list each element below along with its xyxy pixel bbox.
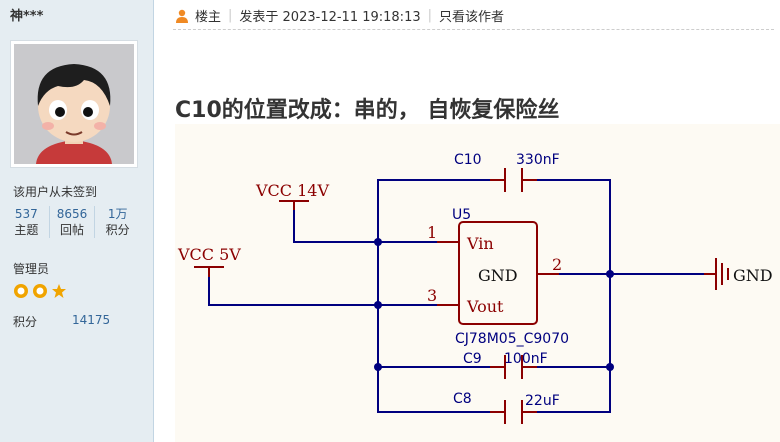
sun-icon xyxy=(14,284,28,298)
pin1-label: 1 xyxy=(427,223,437,242)
vcc14-label: VCC 14V xyxy=(255,181,329,200)
stat-value: 537 xyxy=(14,207,38,221)
c8-label: C8 xyxy=(453,391,472,407)
gnd-pin-label: GND xyxy=(478,266,518,285)
signin-status: 该用户从未签到 xyxy=(13,185,98,199)
points-label: 积分 xyxy=(13,315,38,329)
pin2-label: 2 xyxy=(552,255,562,274)
u5-label: U5 xyxy=(452,207,471,223)
stat-label: 回帖 xyxy=(60,223,85,237)
c10-label: C10 xyxy=(454,152,482,168)
user-role[interactable]: 管理员 xyxy=(13,262,50,276)
schematic-junctions xyxy=(374,238,614,371)
stat-replies[interactable]: 8656 回帖 xyxy=(50,206,96,238)
part-number: CJ78M05_C9070 xyxy=(455,331,569,347)
op-label: 楼主 xyxy=(195,10,222,25)
rank-stars xyxy=(13,283,67,299)
stat-points[interactable]: 1万 积分 xyxy=(95,206,140,238)
vin-label: Vin xyxy=(466,234,494,253)
c9-label: C9 xyxy=(463,351,482,367)
post-author-bar: 楼主 | 发表于 2023-12-11 19:18:13 | 只看该作者 xyxy=(175,6,504,25)
divider xyxy=(173,29,774,30)
user-icon xyxy=(176,9,188,23)
stat-value: 8656 xyxy=(56,207,88,221)
schematic-components xyxy=(194,168,729,424)
c9-value: 100nF xyxy=(504,351,548,367)
vcc5-label: VCC 5V xyxy=(177,245,241,264)
c8-value: 22uF xyxy=(525,393,560,409)
stat-threads[interactable]: 537 主题 xyxy=(4,206,50,238)
stat-label: 主题 xyxy=(14,223,39,237)
post-date: 发表于 2023-12-11 19:18:13 xyxy=(239,10,421,25)
avatar[interactable] xyxy=(10,40,138,168)
separator: | xyxy=(228,8,233,23)
schematic-image: VCC 14V VCC 5V 1 3 2 Vin Vout GND GND C1… xyxy=(175,124,780,442)
sun-icon xyxy=(33,284,47,298)
post-title: C10的位置改成：串的， 自恢复保险丝 xyxy=(175,98,560,123)
author-name[interactable]: 神*** xyxy=(10,9,44,24)
stat-label: 积分 xyxy=(105,223,130,237)
c10-value: 330nF xyxy=(516,152,560,168)
gnd-label: GND xyxy=(733,266,773,285)
only-author-link[interactable]: 只看该作者 xyxy=(439,10,505,25)
avatar-image xyxy=(14,44,134,164)
user-stats: 537 主题 8656 回帖 1万 积分 xyxy=(4,206,140,238)
points-value: 14175 xyxy=(72,313,111,327)
pin3-label: 3 xyxy=(427,286,437,305)
stat-value: 1万 xyxy=(107,207,128,221)
star-icon xyxy=(52,284,66,298)
author-sidebar: 神*** 该用户从未签到 537 主题 8656 回帖 1万 积分 xyxy=(0,0,154,442)
vout-label: Vout xyxy=(466,297,504,316)
post-content: 楼主 | 发表于 2023-12-11 19:18:13 | 只看该作者 C10… xyxy=(155,0,780,442)
separator: | xyxy=(427,8,432,23)
